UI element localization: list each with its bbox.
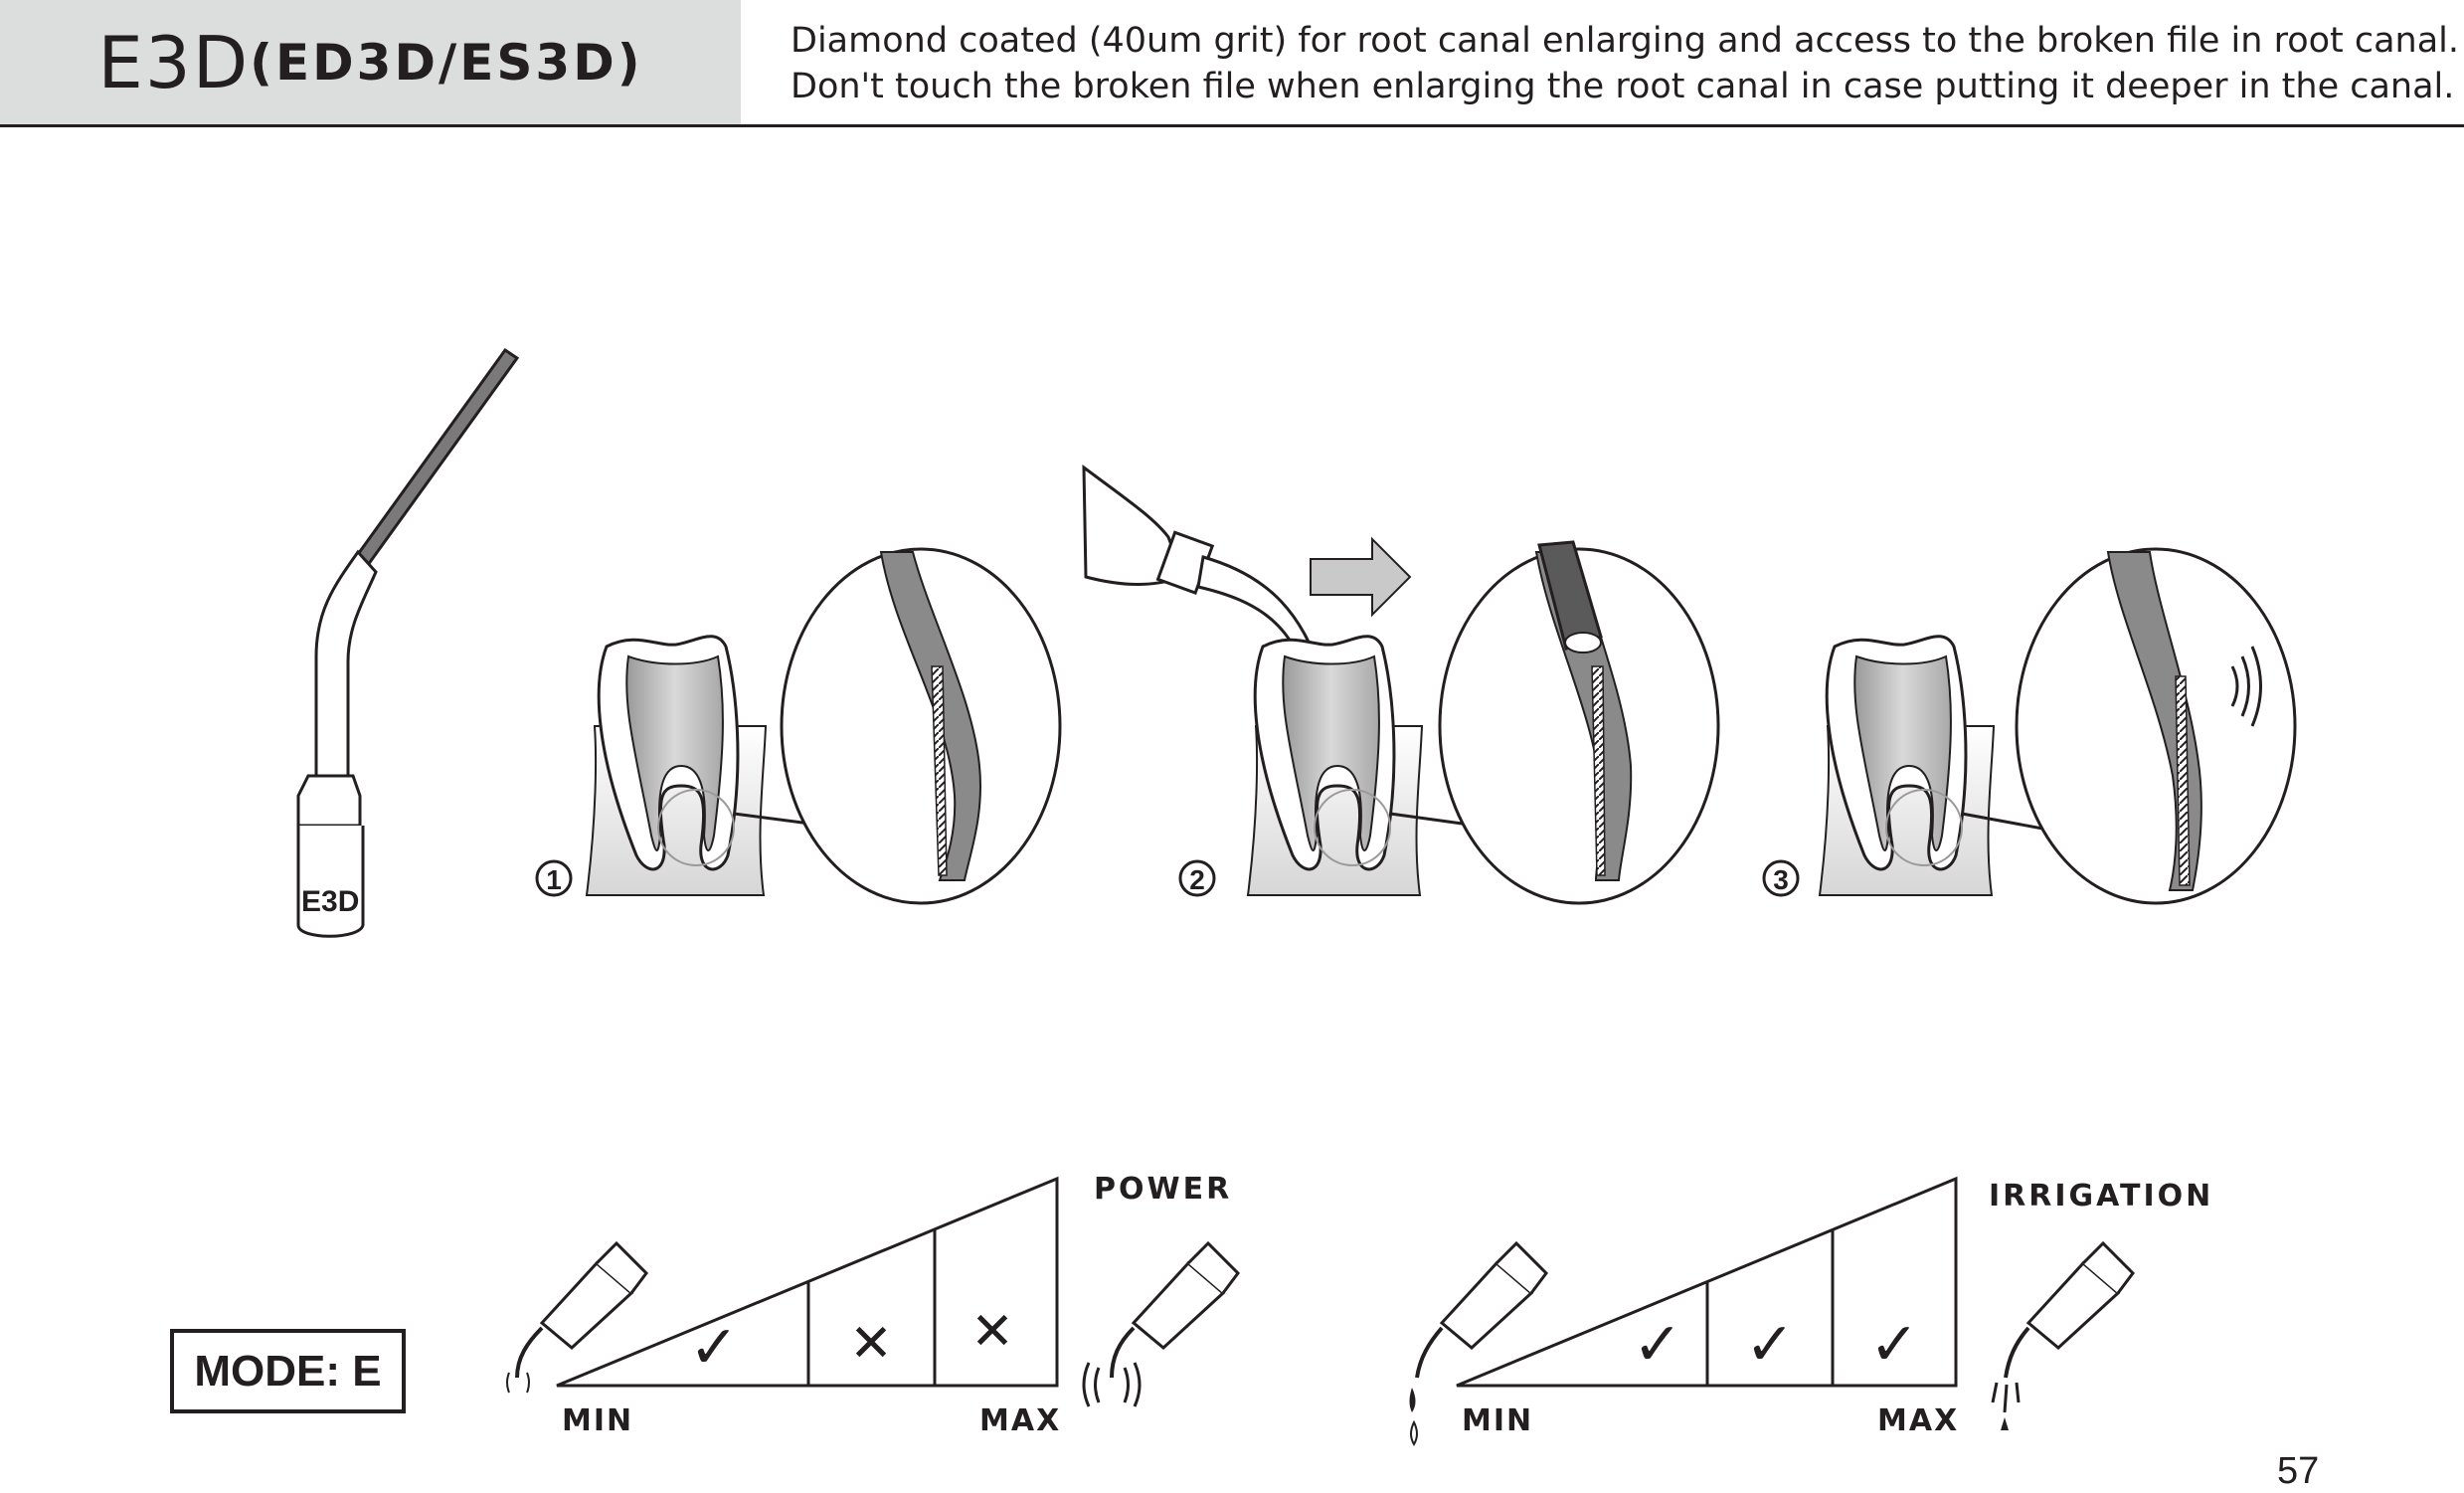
page-number: 57 bbox=[2277, 1450, 2320, 1492]
mode-label: MODE: E bbox=[170, 1329, 406, 1413]
power-mark-2: ✕ bbox=[849, 1314, 893, 1374]
description: Diamond coated (40um grit) for root cana… bbox=[791, 18, 2460, 109]
irrigation-mark-1: ✓ bbox=[1633, 1310, 1682, 1380]
irrigation-mark-3: ✓ bbox=[1869, 1310, 1919, 1380]
handpiece-min-irrigation-icon bbox=[1409, 1240, 1548, 1446]
handpiece-max-power-icon bbox=[1082, 1240, 1240, 1407]
e3d-tip-illustration: E3D bbox=[296, 347, 520, 938]
step-3-illustration: 3 bbox=[1762, 547, 2297, 905]
power-title: POWER bbox=[1094, 1172, 1232, 1207]
svg-text:3: 3 bbox=[1773, 864, 1789, 895]
page-subtitle: (ED3D/ES3D) bbox=[250, 33, 643, 92]
tip-label: E3D bbox=[301, 885, 359, 918]
power-min-label: MIN bbox=[562, 1403, 633, 1438]
power-max-label: MAX bbox=[979, 1403, 1061, 1438]
power-mark-1: ✓ bbox=[689, 1313, 739, 1383]
irrigation-title: IRRIGATION bbox=[1989, 1179, 2213, 1213]
step-2-illustration: 2 bbox=[1082, 464, 1720, 905]
svg-text:1: 1 bbox=[546, 864, 562, 895]
step-3-badge: 3 bbox=[1762, 859, 1800, 897]
title-box: E3D(ED3D/ES3D) bbox=[0, 0, 741, 124]
irrigation-min-label: MIN bbox=[1462, 1403, 1533, 1438]
power-mark-3: ✕ bbox=[970, 1302, 1014, 1362]
page-header: E3D(ED3D/ES3D) Diamond coated (40um grit… bbox=[0, 0, 2464, 127]
description-line-2: Don't touch the broken file when enlargi… bbox=[791, 67, 2455, 106]
svg-text:2: 2 bbox=[1189, 864, 1205, 895]
irrigation-chart: ✓ ✓ ✓ MIN MAX IRRIGATION bbox=[1409, 1176, 2213, 1446]
description-line-1: Diamond coated (40um grit) for root cana… bbox=[791, 21, 2460, 61]
handpiece-min-power-icon bbox=[506, 1240, 648, 1394]
step-1-badge: 1 bbox=[535, 859, 573, 897]
handpiece-max-irrigation-icon bbox=[1991, 1240, 2135, 1430]
irrigation-max-label: MAX bbox=[1877, 1403, 1959, 1438]
power-chart: ✓ ✕ ✕ MIN MAX POWER bbox=[506, 1172, 1240, 1438]
page-title: E3D bbox=[97, 20, 251, 104]
irrigation-mark-2: ✓ bbox=[1745, 1310, 1795, 1380]
step-1-illustration: 1 bbox=[535, 547, 1062, 905]
step-2-badge: 2 bbox=[1178, 859, 1216, 897]
